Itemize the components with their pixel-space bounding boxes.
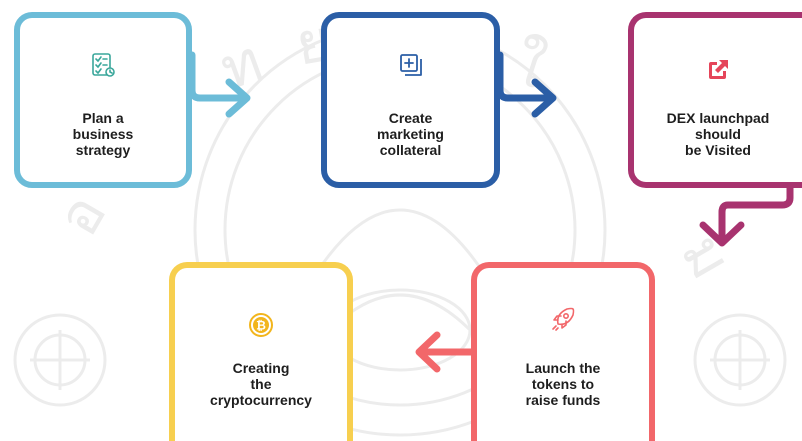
arrow-2-to-3 xyxy=(496,51,557,118)
rocket-icon xyxy=(552,307,575,331)
bitcoin-icon: ₿ xyxy=(249,313,273,337)
step-label: DEX launchpad should be Visited xyxy=(666,110,770,158)
step-plan-strategy: Plan a business strategy xyxy=(14,12,192,188)
external-link-icon xyxy=(709,60,728,79)
svg-text:₿: ₿ xyxy=(256,319,266,333)
arrow-3-to-4 xyxy=(699,184,794,247)
add-layers-icon xyxy=(399,54,422,76)
arrow-4-to-5 xyxy=(415,331,480,373)
step-label: Launch the tokens to raise funds xyxy=(525,360,601,408)
step-visit-dex-launchpad: DEX launchpad should be Visited xyxy=(628,12,802,188)
step-label: Create marketing collateral xyxy=(377,110,444,158)
arrow-1-to-2 xyxy=(188,51,251,118)
step-label: Plan a business strategy xyxy=(72,110,134,158)
checklist-icon xyxy=(92,53,115,77)
step-label: Creating the cryptocurrency xyxy=(210,360,312,408)
step-create-cryptocurrency: ₿ Creating the cryptocurrency xyxy=(169,262,353,441)
step-create-collateral: Create marketing collateral xyxy=(321,12,500,188)
step-launch-tokens: Launch the tokens to raise funds xyxy=(471,262,655,441)
